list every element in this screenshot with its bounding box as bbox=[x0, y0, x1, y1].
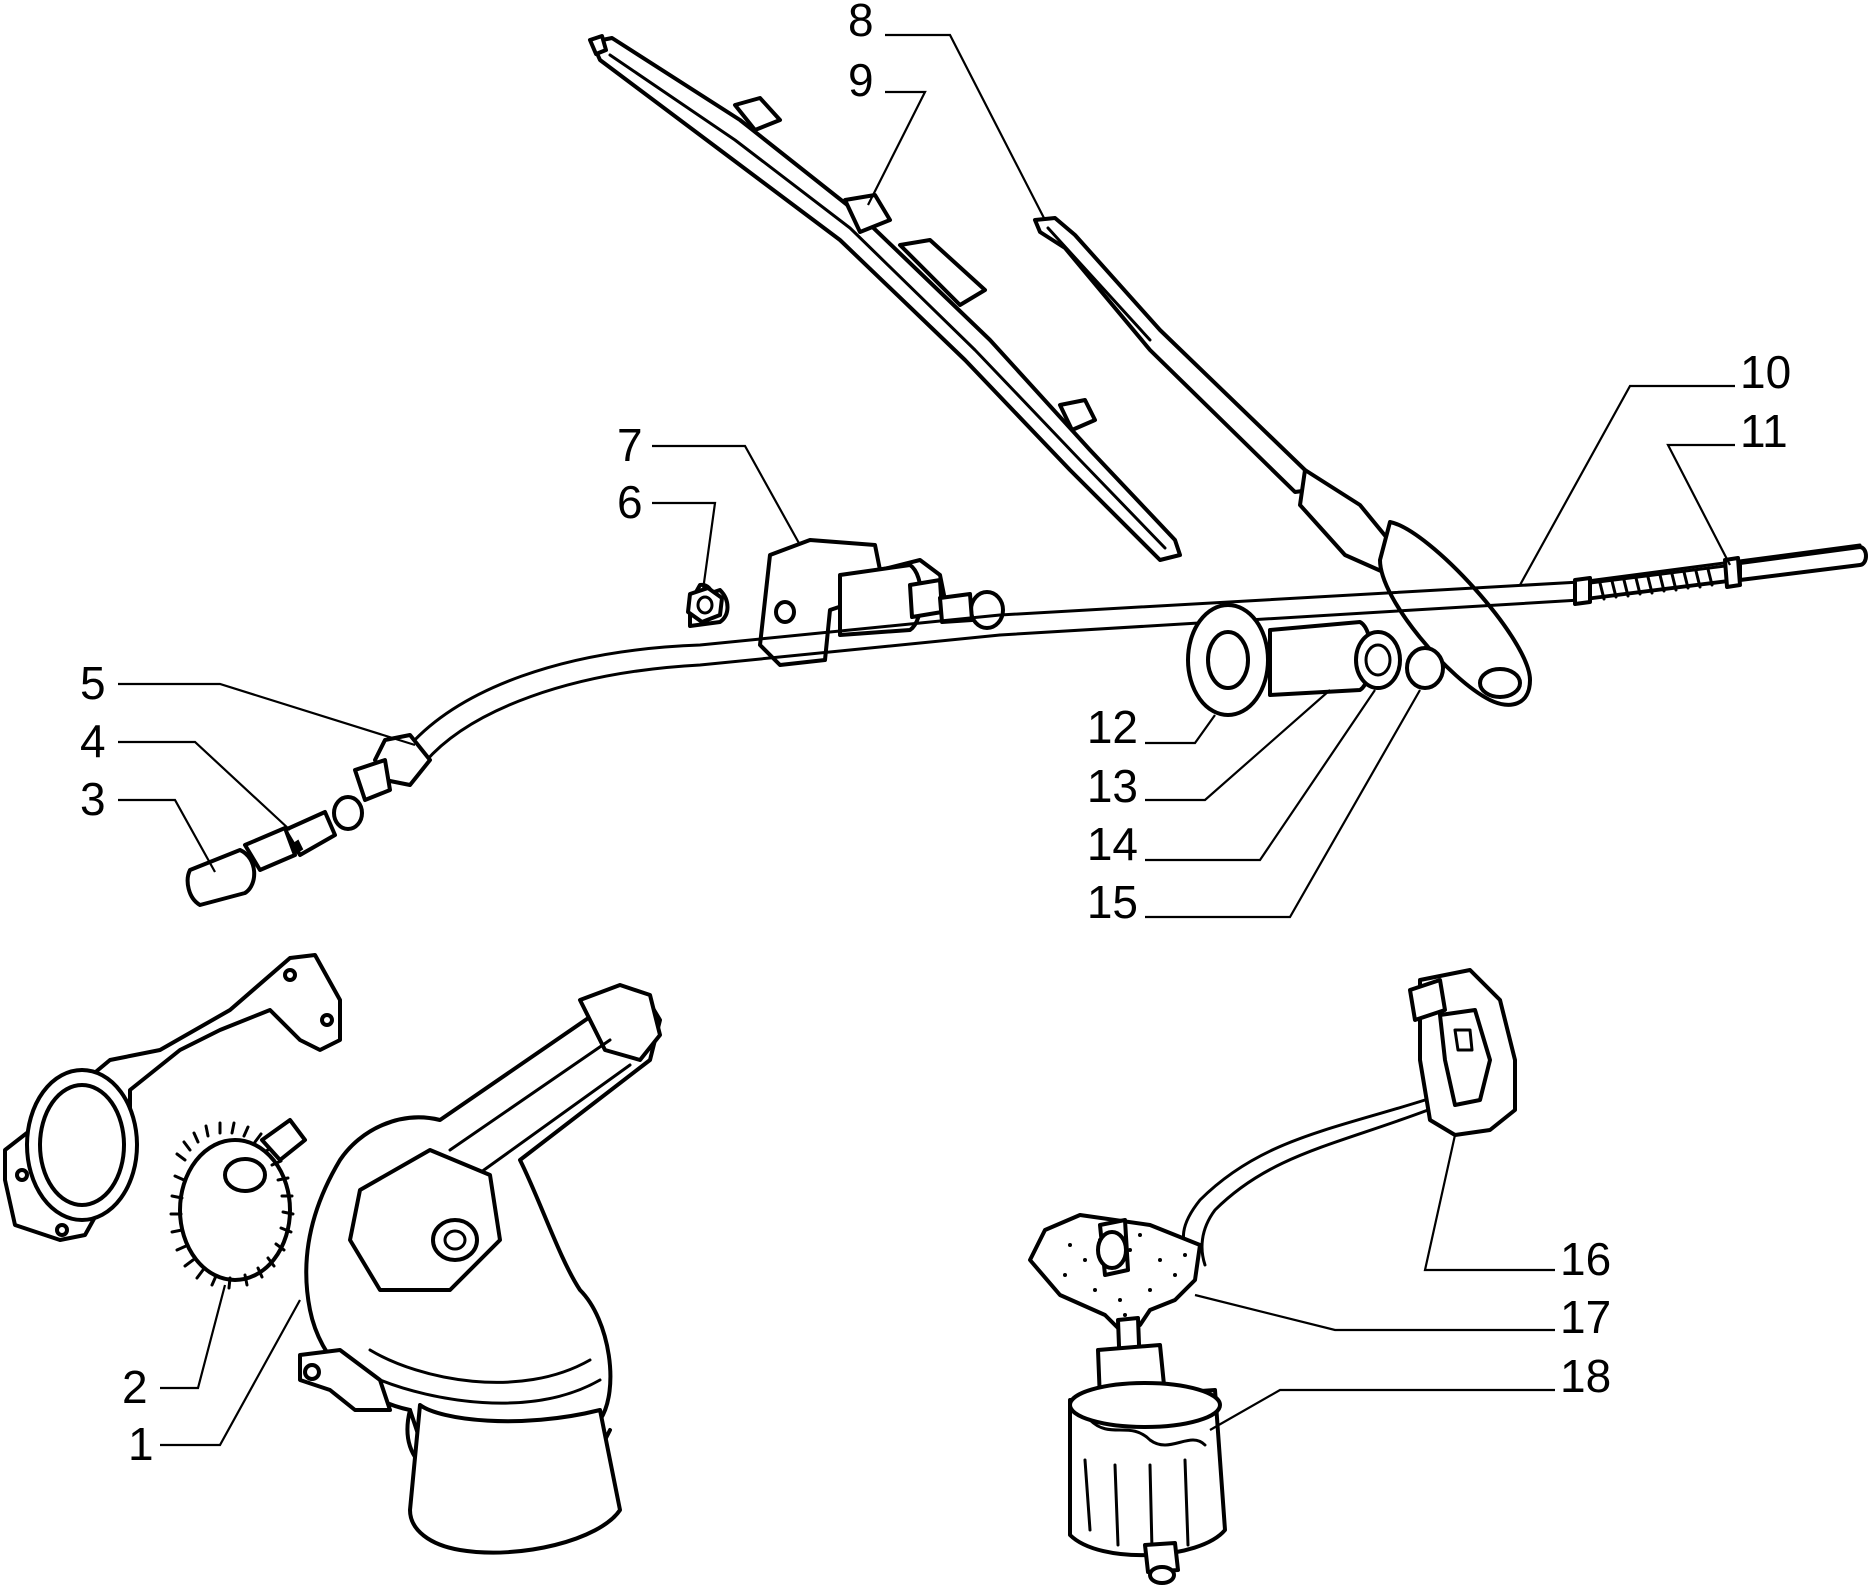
leader-9 bbox=[867, 90, 927, 206]
drive-bracket bbox=[688, 538, 1005, 667]
callout-10: 10 bbox=[1740, 346, 1791, 398]
brush-plate bbox=[1028, 1213, 1202, 1332]
callout-13: 13 bbox=[1087, 760, 1138, 812]
leader-lines bbox=[118, 33, 1735, 1447]
callout-2: 2 bbox=[122, 1361, 148, 1413]
leader-10 bbox=[1519, 384, 1735, 586]
leader-16 bbox=[1423, 1134, 1555, 1272]
callout-5: 5 bbox=[80, 657, 106, 709]
callout-12: 12 bbox=[1087, 701, 1138, 753]
leader-18 bbox=[1209, 1388, 1555, 1431]
wiring-harness bbox=[1181, 1098, 1430, 1267]
leader-1 bbox=[160, 1299, 301, 1447]
callout-3: 3 bbox=[80, 773, 106, 825]
electrical-connector bbox=[1408, 968, 1517, 1137]
pivot-bushing-set bbox=[1186, 603, 1445, 717]
motor-mounting-plate bbox=[3, 953, 342, 1242]
leader-13 bbox=[1145, 689, 1331, 802]
leader-11 bbox=[1666, 443, 1735, 566]
drive-gear bbox=[169, 1118, 307, 1290]
leader-17 bbox=[1194, 1293, 1555, 1332]
callout-6: 6 bbox=[617, 476, 643, 528]
wiper-blade bbox=[588, 34, 1182, 562]
leader-14 bbox=[1145, 689, 1376, 862]
brush-plate-speckle bbox=[1063, 1233, 1187, 1317]
callout-15: 15 bbox=[1087, 876, 1138, 928]
leader-5 bbox=[118, 682, 416, 747]
callout-7: 7 bbox=[617, 419, 643, 471]
wiper-motor bbox=[298, 983, 662, 1555]
leader-8 bbox=[885, 33, 1046, 221]
callout-4: 4 bbox=[80, 715, 106, 767]
leader-7 bbox=[652, 444, 801, 546]
cable-end-fittings bbox=[185, 733, 432, 907]
callout-16: 16 bbox=[1560, 1233, 1611, 1285]
callout-8: 8 bbox=[848, 0, 874, 46]
leader-4 bbox=[118, 740, 291, 831]
leader-6 bbox=[652, 501, 717, 591]
callout-14: 14 bbox=[1087, 818, 1138, 870]
leader-15 bbox=[1145, 689, 1421, 919]
callout-1: 1 bbox=[128, 1418, 154, 1470]
callout-9: 9 bbox=[848, 54, 874, 106]
leader-3 bbox=[118, 798, 216, 873]
wiper-arm bbox=[1033, 216, 1532, 707]
leader-2 bbox=[160, 1284, 227, 1390]
linkage-rod bbox=[998, 543, 1868, 637]
callout-11: 11 bbox=[1740, 405, 1788, 457]
nut bbox=[686, 586, 724, 624]
callout-17: 17 bbox=[1560, 1291, 1611, 1343]
callout-labels: 1 2 3 4 5 6 7 8 9 10 11 12 13 14 15 16 1… bbox=[80, 0, 1791, 1470]
leader-12 bbox=[1145, 714, 1216, 745]
armature bbox=[1068, 1316, 1227, 1585]
drive-cable bbox=[408, 613, 1002, 764]
callout-18: 18 bbox=[1560, 1350, 1611, 1402]
